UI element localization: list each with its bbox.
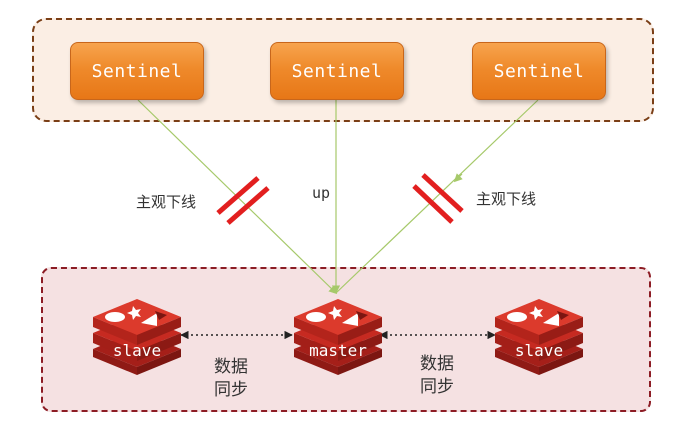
redis-node-slave-right <box>495 299 583 375</box>
redis-logo-icon <box>93 299 181 375</box>
sync-right-line1: 数据 <box>420 354 454 374</box>
link-right-sentinel-master <box>335 99 539 294</box>
node-label-slave-right: slave <box>515 341 563 360</box>
sentinel-node-left: Sentinel <box>70 42 204 100</box>
redis-logo-icon <box>294 299 382 375</box>
sync-left-line1: 数据 <box>214 357 248 377</box>
node-label-master: master <box>309 341 367 360</box>
redis-logo-icon <box>495 299 583 375</box>
sync-left-line2: 同步 <box>214 380 248 400</box>
fault-mark-right <box>412 173 464 224</box>
label-data-sync-right: 数据 同步 <box>420 353 454 399</box>
label-subjective-down-left: 主观下线 <box>136 193 197 211</box>
label-data-sync-left: 数据 同步 <box>214 356 248 402</box>
fault-mark-left <box>216 176 270 225</box>
sync-right-line2: 同步 <box>420 377 454 397</box>
redis-node-master <box>294 299 382 375</box>
sentinel-node-center: Sentinel <box>270 42 404 100</box>
link-right-arrowhead <box>453 173 463 183</box>
label-subjective-down-right: 主观下线 <box>476 190 537 208</box>
sentinel-node-right: Sentinel <box>472 42 606 100</box>
node-label-slave-left: slave <box>113 341 161 360</box>
redis-node-slave-left <box>93 299 181 375</box>
label-up: up <box>312 184 331 202</box>
